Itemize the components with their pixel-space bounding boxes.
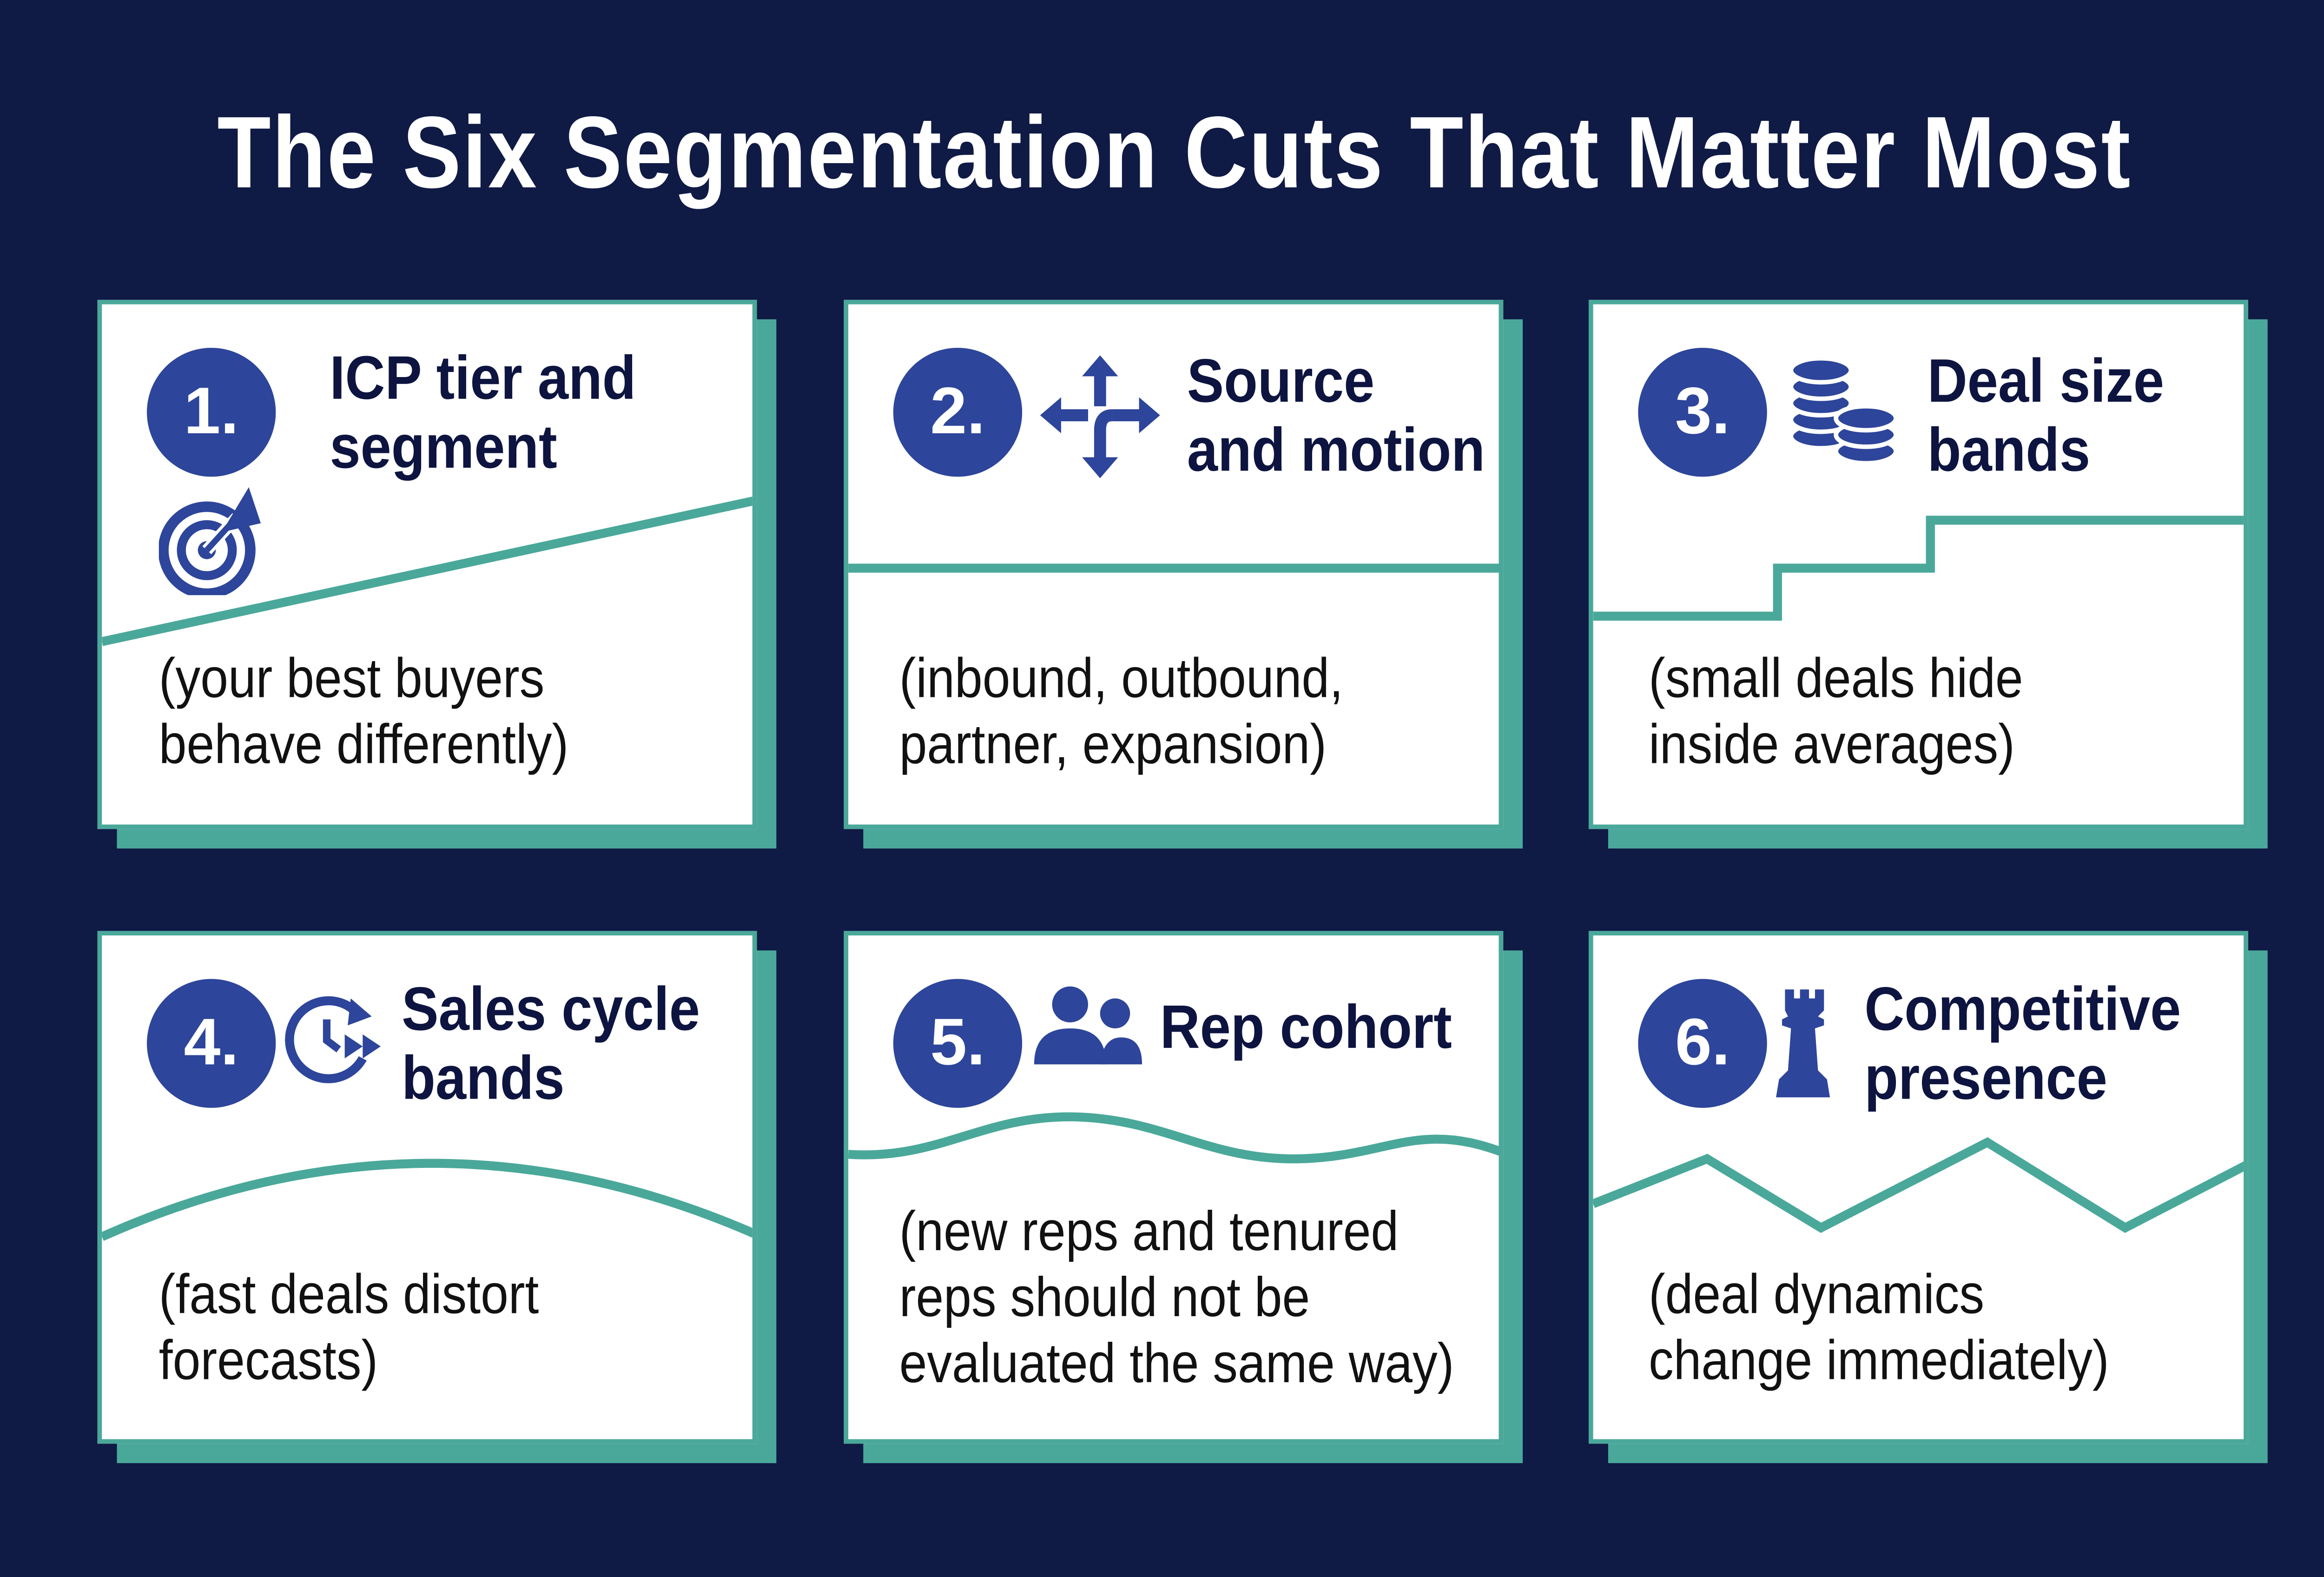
step-line: [1593, 516, 2244, 621]
card-title-line: ICP tier and: [330, 343, 636, 412]
card-description-line: (fast deals distort: [158, 1264, 539, 1325]
number-badge: 3.: [1638, 348, 1767, 477]
card-description-line: (new reps and tenured: [899, 1200, 1399, 1263]
page-title: The Six Segmentation Cuts That Matter Mo…: [0, 93, 2324, 213]
arc-line: [102, 1159, 753, 1241]
card-title-line: Sales cycle: [402, 974, 700, 1044]
number-badge: 4.: [147, 979, 276, 1108]
fast-clock-icon: [285, 993, 393, 1093]
card-title-line: bands: [402, 1043, 565, 1113]
card-description-line: (small deals hide: [1648, 647, 2023, 709]
chess-rook-icon: [1773, 989, 1836, 1105]
card-description-line: (your best buyers: [158, 647, 545, 709]
card-title-line: segment: [330, 412, 557, 482]
card-title-line: Rep cohort: [1160, 992, 1452, 1061]
card-title-line: Source: [1187, 346, 1375, 416]
page-title-text: The Six Segmentation Cuts That Matter Mo…: [218, 96, 2133, 210]
horizontal-line: [848, 563, 1499, 573]
card-description-line: behave differently): [158, 713, 569, 775]
card-description-line: reps should not be: [899, 1266, 1310, 1328]
card-description-line: change immediately): [1648, 1330, 2109, 1391]
target-icon: [158, 487, 264, 603]
diagonal-line: [102, 497, 753, 646]
card-description-line: partner, expansion): [899, 713, 1327, 775]
number-badge: 1.: [147, 348, 276, 477]
card-title-line: and motion: [1187, 415, 1485, 484]
split-arrows-icon: [1040, 355, 1160, 486]
card-title-line: Deal size: [1927, 346, 2165, 416]
number-badge: 6.: [1638, 979, 1767, 1108]
card-title: Rep cohort: [1160, 993, 1452, 1061]
card-title-line: presence: [1864, 1043, 2107, 1113]
card-description-line: forecasts): [158, 1330, 378, 1391]
card-description-line: evaluated the same way): [899, 1332, 1454, 1394]
card-description-line: (deal dynamics: [1648, 1264, 1985, 1325]
card-description-line: (inbound, outbound,: [899, 647, 1343, 709]
coin-stacks-icon: [1788, 356, 1899, 474]
card-description-line: inside averages): [1648, 713, 2015, 775]
number-badge: 5.: [893, 979, 1023, 1108]
card-title-line: Competitive: [1864, 974, 2181, 1044]
card-description: (inbound, outbound,partner, expansion): [899, 646, 1343, 778]
people-icon: [1034, 983, 1142, 1075]
wave-line: [848, 1112, 1499, 1164]
number-badge: 2.: [893, 348, 1023, 477]
card-title-line: bands: [1927, 415, 2091, 484]
zigzag-line: [1593, 1137, 2244, 1233]
